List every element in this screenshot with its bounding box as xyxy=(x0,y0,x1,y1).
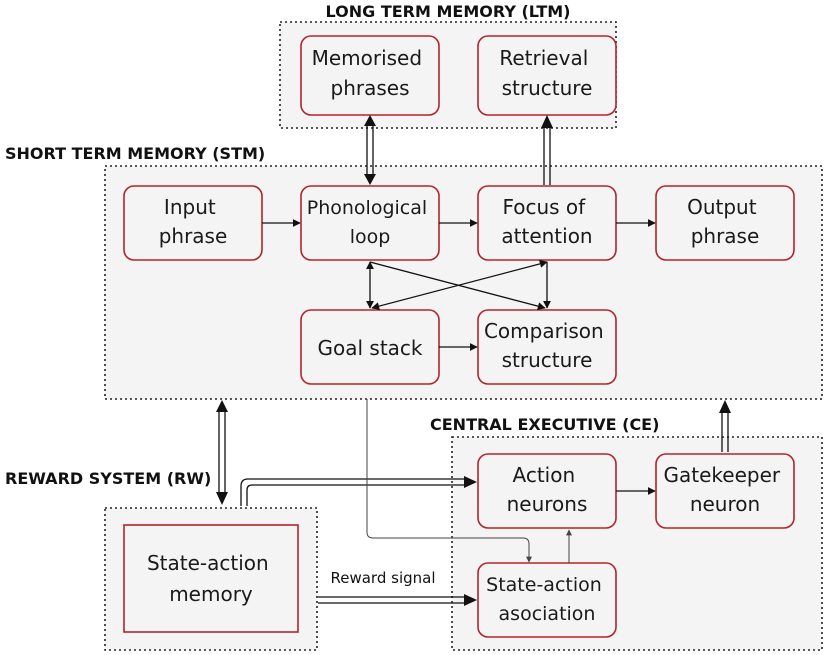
ltm-label: LONG TERM MEMORY (LTM) xyxy=(326,2,571,21)
stm-label: SHORT TERM MEMORY (STM) xyxy=(5,144,265,163)
edge-reward-signal xyxy=(318,594,477,606)
label-memorised-phrases: Memorised phrases xyxy=(312,46,429,100)
edge-goal-focus xyxy=(371,259,548,311)
reward-signal-label: Reward signal xyxy=(331,569,436,587)
label-state-action-memory: State-action memory xyxy=(147,551,275,606)
node-state-action-asociation xyxy=(477,562,617,638)
edge-stm-to-sa-assoc xyxy=(366,399,532,563)
node-output-phrase xyxy=(655,185,795,261)
label-input-phrase: Input phrase xyxy=(159,195,228,248)
node-state-action-memory xyxy=(123,524,299,633)
label-phonological-loop: Phonological loop xyxy=(307,197,433,248)
label-retrieval-structure: Retrieval structure xyxy=(499,46,594,100)
label-comparison-structure: Comparison structure xyxy=(484,319,610,372)
edge-rw-to-action xyxy=(240,476,477,506)
rw-label: REWARD SYSTEM (RW) xyxy=(5,469,211,488)
node-gatekeeper-neuron xyxy=(655,453,795,529)
edge-stm-rw xyxy=(216,400,228,505)
label-action-neurons: Action neurons xyxy=(507,463,588,516)
label-output-phrase: Output phrase xyxy=(687,195,763,248)
ce-label: CENTRAL EXECUTIVE (CE) xyxy=(430,415,659,434)
label-gatekeeper-neuron: Gatekeeper neuron xyxy=(664,463,787,516)
edge-memorised-phono xyxy=(364,115,376,185)
label-state-action-asociation: State-action asociation xyxy=(486,574,608,625)
edge-gatekeeper-to-stm xyxy=(719,400,731,452)
label-focus-of-attention: Focus of attention xyxy=(501,195,592,248)
label-goal-stack: Goal stack xyxy=(318,336,423,360)
edge-focus-to-retrieval xyxy=(541,115,553,185)
